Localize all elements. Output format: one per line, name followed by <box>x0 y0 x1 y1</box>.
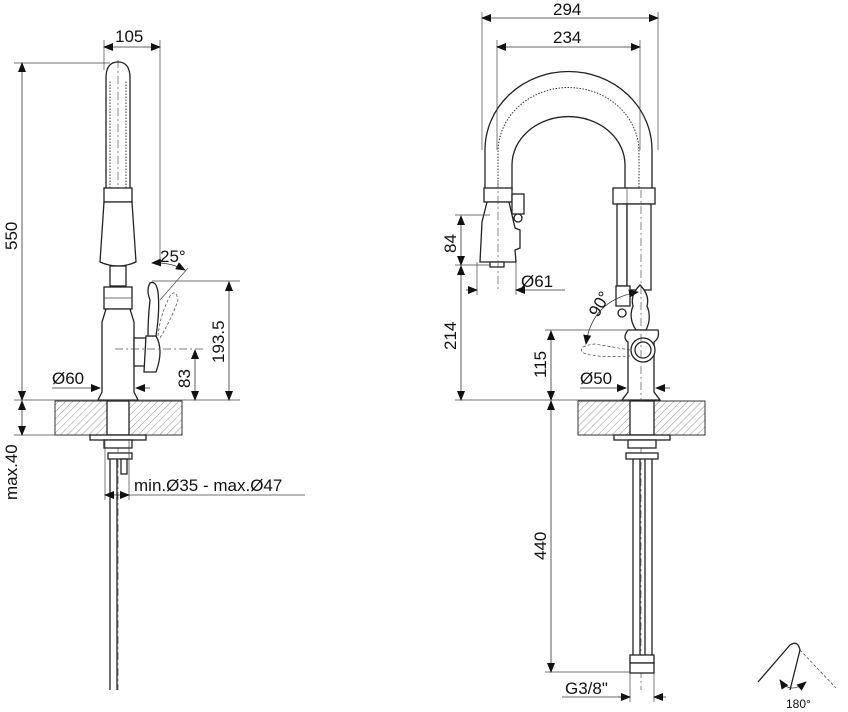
dim-sprayer-clearance: 214 <box>441 322 460 350</box>
dim-height: 550 <box>2 222 21 250</box>
dim-lever-axis-height: 83 <box>175 369 194 388</box>
dim-sprayer-diameter: Ø61 <box>521 272 553 291</box>
dim-deck-thickness: max.40 <box>2 444 21 500</box>
dim-arch-width: 234 <box>553 28 581 47</box>
rotation-angle-label: 180° <box>786 697 811 711</box>
dim-handle-angle: 25° <box>160 247 186 266</box>
dim-hose-length: 440 <box>531 532 550 560</box>
dim-overall-width: 294 <box>553 0 581 19</box>
side-view-dimensions: 105 550 max.40 Ø60 25° 193.5 83 min.Ø35 … <box>2 27 305 500</box>
dim-connection-thread: G3/8" <box>565 679 608 698</box>
dim-hole-diameter: min.Ø35 - max.Ø47 <box>134 476 282 495</box>
dim-handle-height: 193.5 <box>209 320 228 363</box>
side-view-faucet <box>54 60 183 690</box>
dim-base-diameter: Ø60 <box>52 369 84 388</box>
dim-sprayer-height: 84 <box>441 234 460 253</box>
rotation-180-icon: 180° <box>757 642 837 711</box>
dim-body-diameter: Ø50 <box>580 369 612 388</box>
front-view-faucet <box>479 70 706 690</box>
dim-handle-rotation: 90° <box>585 288 614 320</box>
dim-spout-reach: 105 <box>115 27 143 46</box>
dim-lever-height: 115 <box>531 351 550 378</box>
